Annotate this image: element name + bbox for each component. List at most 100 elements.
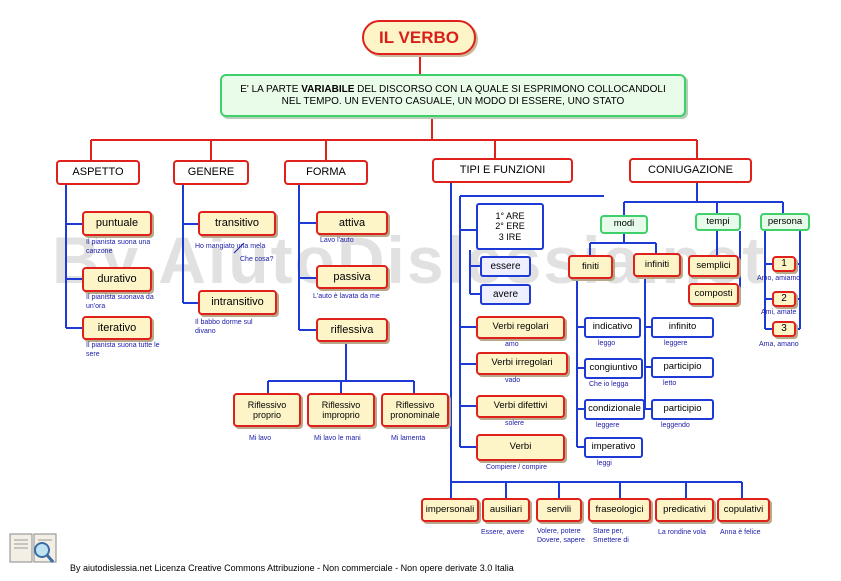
forma-riflessiva-label: riflessiva: [330, 323, 374, 336]
tipi-irregolari: Verbi irregolari: [476, 352, 568, 375]
persona-2: 2: [772, 291, 796, 307]
coniugazione-modi: modi: [600, 215, 648, 234]
definition-emphasis: VARIABILE: [301, 84, 355, 95]
funzione-servili-example: Volere, potere Dovere, sapere: [537, 528, 585, 544]
funzione-fraseologici: fraseologici: [588, 498, 651, 522]
forma-passiva-label: passiva: [333, 270, 371, 283]
category-aspetto-label: ASPETTO: [72, 166, 124, 179]
modo-participio-2-example: leggendo: [661, 422, 690, 429]
funzione-ausiliari-label: ausiliari: [489, 503, 523, 515]
modi-finiti-label: finiti: [582, 260, 599, 272]
coniugazioni-list: 1° ARE 2° ERE 3 IRE: [476, 203, 544, 250]
book-logo-icon: [9, 533, 57, 563]
definition-prefix: E' LA PARTE: [240, 84, 302, 95]
diagram-title: IL VERBO: [362, 20, 476, 55]
title-text: IL VERBO: [379, 27, 459, 47]
genere-intransitivo-example: Il babbo dorme sul divano: [195, 319, 253, 335]
tipi-irregolari-label: Verbi irregolari: [491, 357, 553, 369]
tipi-avere: avere: [480, 284, 531, 305]
tipi-difettivi-label: Verbi difettivi: [493, 400, 548, 412]
persona-3: 3: [772, 321, 796, 337]
aspetto-durativo-label: durativo: [97, 273, 137, 286]
modo-indicativo-example: leggo: [598, 340, 616, 347]
category-aspetto: ASPETTO: [56, 160, 140, 185]
modo-infinito: infinito: [651, 317, 714, 338]
coniugazione-1-label: 1° ARE: [495, 210, 525, 221]
genere-transitivo: transitivo: [198, 211, 276, 236]
modo-participio-2: participio: [651, 399, 714, 420]
riflessivo-proprio-label: Riflessivo proprio: [247, 399, 287, 420]
category-tipi-label: TIPI E FUNZIONI: [459, 164, 546, 177]
persona-3-example: Ama, amano: [759, 341, 799, 348]
aspetto-durativo-example: Il pianista suonava da un'ora: [86, 294, 154, 310]
funzione-impersonali: impersonali: [421, 498, 479, 522]
tipi-regolari: Verbi regolari: [476, 316, 565, 339]
modo-indicativo-label: indicativo: [592, 321, 633, 333]
modo-imperativo-label: imperativo: [591, 441, 636, 453]
forma-attiva: attiva: [316, 211, 388, 235]
modo-condizionale-example: leggere: [596, 422, 620, 429]
forma-attiva-example: Lavo l'auto: [320, 237, 354, 244]
tipi-verbi: Verbi: [476, 434, 565, 461]
persona-2-example: Ami, amate: [761, 309, 797, 316]
forma-riflessiva: riflessiva: [316, 318, 388, 342]
tipi-regolari-example: amo: [505, 341, 519, 348]
persona-3-label: 3: [781, 323, 787, 335]
aspetto-iterativo: iterativo: [82, 316, 152, 340]
tipi-essere-label: essere: [490, 260, 521, 272]
coniugazione-persona: persona: [760, 213, 810, 231]
funzione-copulativi: copulativi: [717, 498, 770, 522]
aspetto-puntuale-label: puntuale: [95, 217, 139, 230]
genere-transitivo-example: Ho mangiato una mela: [195, 243, 266, 250]
tipi-verbi-label: Verbi: [509, 441, 532, 453]
funzione-predicativi-example: La rondine vola: [658, 529, 706, 536]
riflessivo-pronominale-label: Riflessivo pronominale: [390, 399, 440, 420]
funzione-fraseologici-example: Stare per, Smettere di: [593, 528, 629, 544]
tempi-semplici: semplici: [688, 255, 739, 277]
modo-condizionale: condizionale: [584, 399, 645, 420]
aspetto-durativo: durativo: [82, 267, 152, 292]
modo-congiuntivo: congiuntivo: [584, 358, 643, 379]
tipi-difettivi: Verbi difettivi: [476, 395, 565, 418]
modo-congiuntivo-example: Che io legga: [589, 381, 629, 388]
tempi-composti: composti: [688, 283, 739, 305]
definition-suffix: DEL DISCORSO CON LA QUALE SI ESPRIMONO C…: [281, 84, 666, 107]
modo-infinito-label: infinito: [668, 321, 697, 333]
tempi-composti-label: composti: [694, 287, 733, 299]
modo-participio-2-label: participio: [663, 403, 702, 415]
tipi-difettivi-example: solere: [505, 420, 525, 427]
definition-text: E' LA PARTE VARIABILE DEL DISCORSO CON L…: [230, 84, 676, 107]
funzione-ausiliari-example: Essere, avere: [481, 529, 525, 536]
genere-intransitivo-label: intransitivo: [211, 296, 264, 309]
tipi-regolari-label: Verbi regolari: [492, 321, 549, 333]
tipi-avere-label: avere: [492, 288, 518, 300]
modi-infiniti: infiniti: [633, 253, 681, 277]
riflessivo-improprio: Riflessivo improprio: [307, 393, 375, 427]
modo-imperativo-example: leggi: [597, 460, 612, 467]
aspetto-iterativo-example: Il pianista suona tutte le sere: [86, 342, 160, 358]
tipi-irregolari-example: vado: [505, 377, 521, 384]
funzione-predicativi-label: predicativi: [663, 503, 706, 515]
category-forma: FORMA: [284, 160, 368, 185]
tipi-verbi-example: Compiere / compire: [486, 464, 548, 471]
riflessivo-improprio-example: Mi lavo le mani: [314, 435, 361, 442]
forma-passiva: passiva: [316, 265, 388, 289]
aspetto-puntuale: puntuale: [82, 211, 152, 236]
coniugazione-2-label: 2° ERE: [495, 221, 525, 232]
aspetto-iterativo-label: iterativo: [97, 321, 137, 334]
modo-participio-1: participio: [651, 357, 714, 378]
riflessivo-proprio-example: Mi lavo: [249, 435, 272, 442]
riflessivo-pronominale: Riflessivo pronominale: [381, 393, 449, 427]
modo-participio-1-label: participio: [663, 361, 702, 373]
definition-box: E' LA PARTE VARIABILE DEL DISCORSO CON L…: [220, 74, 686, 117]
funzione-predicativi: predicativi: [655, 498, 714, 522]
category-coniugazione-label: CONIUGAZIONE: [648, 164, 733, 177]
forma-attiva-label: attiva: [338, 216, 366, 229]
tempi-semplici-label: semplici: [696, 259, 731, 271]
modo-participio-1-example: letto: [663, 380, 677, 387]
modo-condizionale-label: condizionale: [588, 403, 641, 415]
persona-1-label: 1: [781, 258, 787, 270]
aspetto-puntuale-example: Il pianista suona una canzone: [86, 239, 151, 255]
modo-imperativo: imperativo: [584, 437, 643, 458]
category-tipi: TIPI E FUNZIONI: [432, 158, 573, 183]
